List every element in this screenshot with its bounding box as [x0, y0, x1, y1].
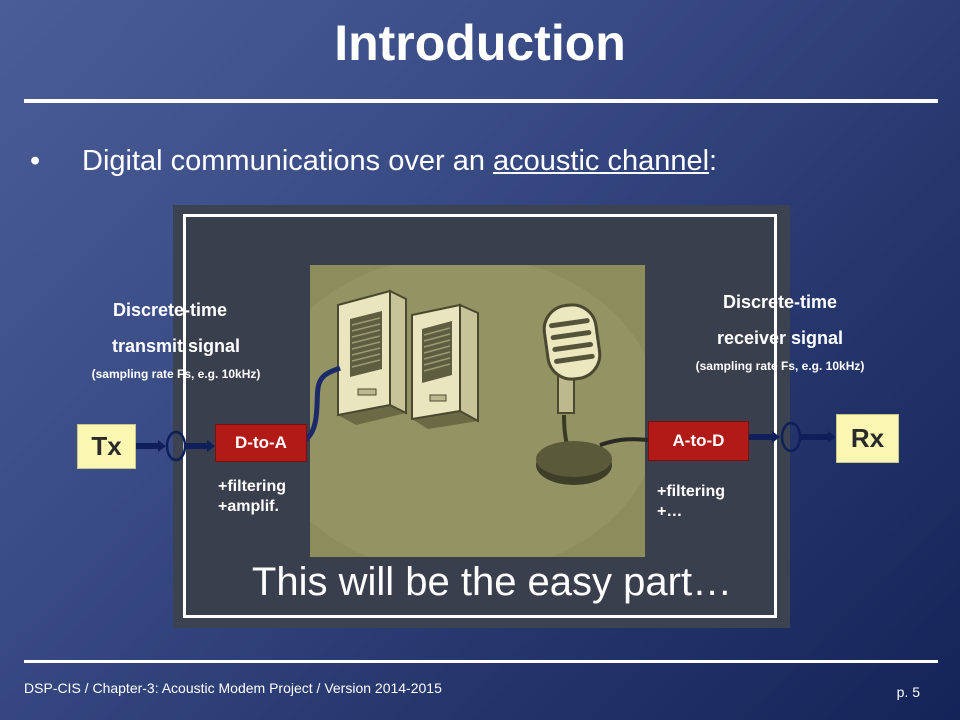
receive-label-line2: receiver signal — [716, 328, 844, 348]
slide-title: Introduction — [334, 15, 626, 71]
dac-note-amplif: +amplif. — [218, 498, 279, 515]
easy-part-caption: This will be the easy part… — [251, 560, 733, 604]
receive-label-line1: Discrete-time — [722, 292, 838, 312]
microphone-cable — [599, 437, 649, 447]
speakers-microphone-image — [310, 265, 645, 557]
adc-note-filtering: +filtering — [657, 483, 726, 500]
tx-block: Tx — [77, 424, 136, 469]
adc-note-more: +… — [657, 503, 683, 520]
dac-arrowhead — [207, 440, 215, 452]
rx-arrowhead — [828, 431, 836, 443]
rx-block: Rx — [836, 414, 899, 463]
speakers-microphone-illustration — [310, 265, 645, 557]
rx-plug-ring — [780, 421, 802, 453]
transmit-label-line3: (sampling rate Fs, e.g. 10kHz) — [91, 367, 261, 381]
transmit-label-line2: transmit signal — [111, 336, 241, 356]
adc-block: A-to-D — [648, 421, 749, 461]
title-divider — [24, 99, 938, 103]
bullet-text: Digital communications over an acoustic … — [82, 145, 717, 178]
bullet-text-after: : — [709, 145, 718, 177]
adc-arrowhead — [772, 431, 780, 443]
transmit-label-line1: Discrete-time — [112, 300, 228, 320]
dac-note-filtering: +filtering — [218, 478, 287, 495]
bullet-dot: • — [30, 145, 41, 177]
receive-label-line3: (sampling rate Fs, e.g. 10kHz) — [695, 359, 865, 373]
right-speaker-icon — [411, 303, 479, 429]
tx-arrowhead — [158, 440, 166, 452]
tx-plug-ring — [165, 430, 187, 462]
speaker-cable — [303, 365, 341, 443]
footer-text: DSP-CIS / Chapter-3: Acoustic Modem Proj… — [24, 680, 442, 696]
dac-note: +filtering +amplif. — [218, 477, 286, 517]
page-number: p. 5 — [896, 684, 920, 700]
dac-block: D-to-A — [215, 424, 307, 462]
left-speaker-icon — [337, 289, 407, 425]
bullet-text-before: Digital communications over an — [82, 145, 494, 177]
acoustic-channel-link[interactable]: acoustic channel — [493, 145, 710, 177]
microphone-icon — [536, 303, 612, 485]
footer-divider — [24, 660, 938, 663]
adc-note: +filtering +… — [657, 482, 725, 522]
